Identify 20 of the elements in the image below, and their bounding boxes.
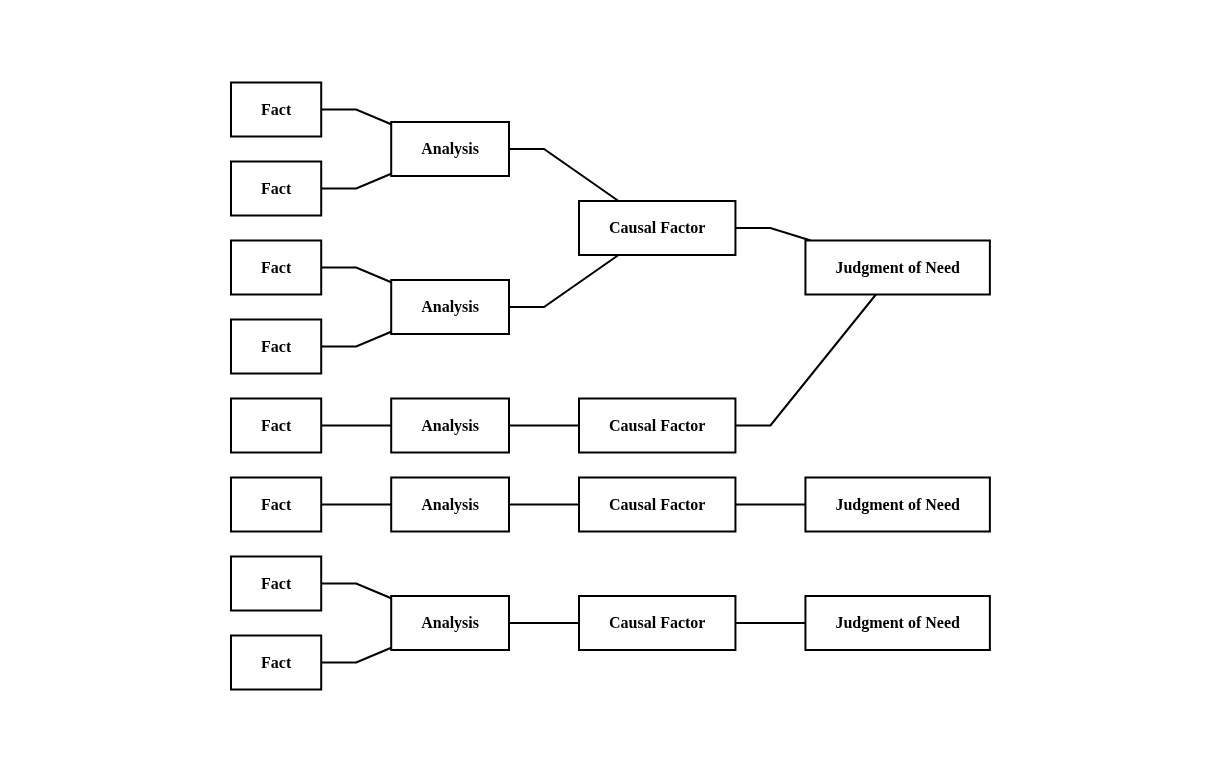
node-box: Judgment of Need bbox=[804, 476, 991, 532]
node-box: Causal Factor bbox=[577, 199, 736, 256]
node-box: Fact bbox=[229, 634, 322, 690]
node-box: Fact bbox=[229, 476, 322, 532]
node-box: Causal Factor bbox=[577, 594, 736, 651]
node-box: Analysis bbox=[389, 476, 510, 532]
node-box: Causal Factor bbox=[577, 397, 736, 453]
node-box: Analysis bbox=[389, 120, 510, 177]
node-box: Analysis bbox=[389, 397, 510, 453]
node-box: Fact bbox=[229, 239, 322, 295]
node-box: Judgment of Need bbox=[804, 239, 991, 295]
node-box: Analysis bbox=[389, 278, 510, 335]
node-box: Fact bbox=[229, 81, 322, 137]
node-box: Analysis bbox=[389, 594, 510, 651]
node-box: Fact bbox=[229, 160, 322, 216]
node-box: Fact bbox=[229, 397, 322, 453]
node-box: Causal Factor bbox=[577, 476, 736, 532]
node-box: Fact bbox=[229, 555, 322, 611]
node-box: Judgment of Need bbox=[804, 594, 991, 651]
node-box: Fact bbox=[229, 318, 322, 374]
